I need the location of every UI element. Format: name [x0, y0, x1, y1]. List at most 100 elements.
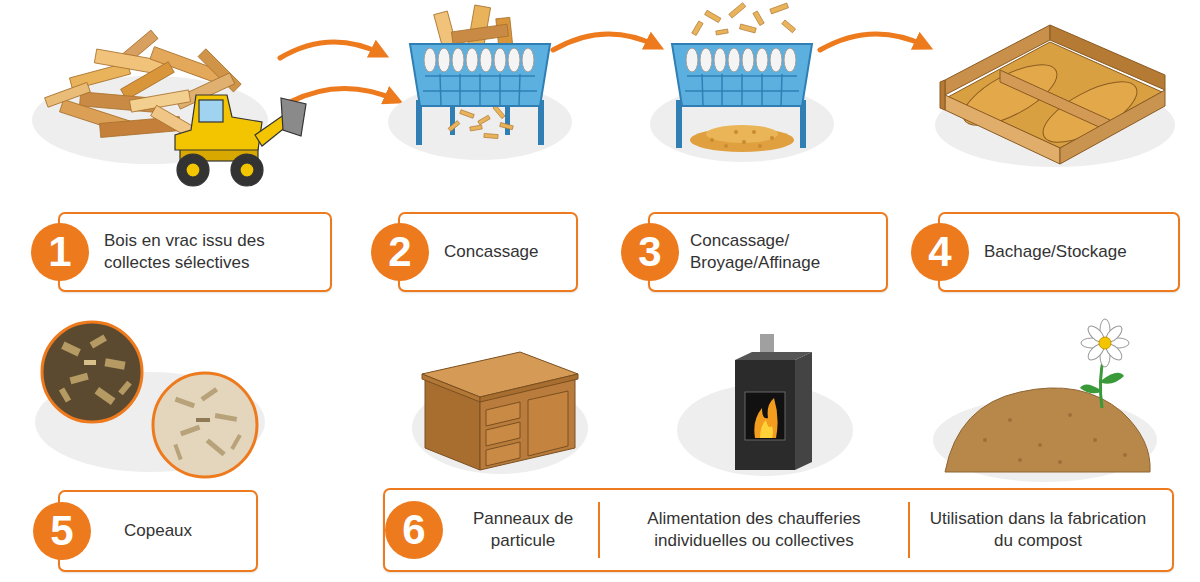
crusher-illustration-part-part	[484, 133, 498, 138]
grinder-illustration-part-part	[724, 144, 728, 148]
grinder-illustration-part-part	[710, 138, 714, 142]
wood-chips-photos-part	[153, 373, 257, 477]
outcome-columns: Panneaux de particuleAlimentation des ch…	[448, 490, 1166, 570]
particle-board-desk-illustration-part	[486, 442, 520, 466]
stove-illustration-part	[754, 398, 777, 438]
grinder-illustration-part-part	[742, 140, 746, 144]
particle-board-desk-illustration	[412, 352, 588, 474]
particle-board-desk-illustration-part	[422, 374, 480, 402]
outcome-column: Utilisation dans la fabrication du compo…	[908, 502, 1166, 558]
compost-illustration-part-part	[1018, 458, 1022, 462]
outcome-label: Utilisation dans la fabrication du compo…	[928, 508, 1148, 552]
compost-illustration-part	[983, 413, 1127, 464]
loader-illustration-part	[177, 154, 209, 186]
flow-arrow-part	[290, 88, 396, 102]
crusher-illustration-part-part	[508, 48, 520, 72]
grinder-illustration-part	[686, 48, 796, 72]
crusher-illustration-part-part	[440, 74, 441, 106]
wood-chips-photos-part-part	[215, 413, 238, 422]
wood-pile-illustration-part	[45, 82, 91, 107]
wood-chips-photos-part-part	[61, 342, 81, 357]
wood-chips-photos-part	[59, 334, 132, 405]
grinder-illustration-part-part	[729, 3, 746, 18]
step-box: 6Panneaux de particuleAlimentation des c…	[383, 488, 1174, 572]
crusher-illustration-part-part	[460, 110, 475, 119]
wood-chips-photos-part-part	[104, 358, 125, 369]
grinder-illustration-part-part	[784, 48, 796, 72]
step-label: Copeaux	[124, 520, 202, 542]
grinder-illustration-part-part	[782, 20, 796, 33]
crusher-illustration-part-part	[478, 115, 490, 124]
grinder-illustration-part-part	[761, 74, 763, 106]
grinder-illustration-part-part	[716, 29, 729, 35]
wood-chips-photos-part-part	[173, 444, 182, 460]
storage-bay-illustration	[935, 25, 1175, 167]
compost-illustration-part	[1102, 373, 1124, 384]
crusher-illustration	[388, 5, 572, 160]
flow-arrow-part	[820, 34, 926, 50]
grinder-illustration-part-part	[752, 130, 756, 134]
wood-chips-photos-part-part	[175, 397, 196, 409]
step-box: 2Concassage	[398, 212, 578, 292]
step-number: 5	[33, 502, 91, 560]
stove-illustration-part	[735, 360, 795, 470]
grinder-illustration-part	[710, 130, 774, 148]
loader-illustration	[175, 95, 306, 186]
stove-illustration-part	[795, 352, 812, 470]
loader-illustration-part	[281, 98, 306, 136]
grinder-illustration-part-part	[758, 144, 762, 148]
compost-illustration-part-part	[983, 438, 987, 442]
crusher-illustration-part	[423, 74, 537, 106]
step-label: Bachage/Stockage	[984, 241, 1137, 263]
step-number: 1	[31, 223, 89, 281]
step-number: 4	[911, 223, 969, 281]
flow-arrow-part	[280, 42, 382, 58]
wood-chips-photos-part-part	[206, 438, 226, 456]
step-box: 3Concassage/ Broyage/Affinage	[648, 212, 888, 292]
outcome-column: Panneaux de particule	[448, 502, 598, 558]
wood-chips-photos-part	[173, 387, 241, 460]
step-box: 1Bois en vrac issu des collectes sélecti…	[58, 212, 332, 292]
grinder-illustration-part-part	[705, 10, 721, 22]
particle-board-desk-illustration-part	[528, 391, 568, 456]
crusher-illustration-part-part	[459, 74, 461, 106]
wood-chips-photos-part-part	[90, 334, 107, 348]
crusher-illustration-part-part	[452, 48, 464, 72]
grinder-illustration-part-part	[702, 74, 703, 106]
grinder-illustration-part-part	[739, 24, 756, 33]
wood-chips-photos-part-part	[230, 434, 241, 450]
loader-illustration-part	[231, 154, 263, 186]
grinder-illustration-part-part	[770, 3, 789, 14]
compost-illustration-part	[945, 388, 1150, 472]
wood-chips-photos-part	[42, 322, 142, 422]
step-number: 3	[621, 223, 679, 281]
grinder-illustration-part-part	[721, 74, 723, 106]
grinder-illustration-part-part	[770, 48, 782, 72]
step-number: 2	[371, 223, 429, 281]
particle-board-desk-illustration-part	[422, 352, 578, 397]
step-number: 6	[385, 501, 443, 559]
storage-bay-illustration-part	[940, 80, 945, 110]
stove-illustration-part	[760, 420, 773, 438]
wood-pile-illustration	[32, 30, 268, 164]
grinder-illustration-part-part	[770, 136, 774, 140]
crusher-illustration-part	[410, 44, 550, 106]
wood-chips-photos-part-part	[196, 418, 210, 422]
crusher-illustration-part-part	[493, 105, 505, 118]
wood-chips-photos-part-part	[200, 387, 218, 401]
grinder-illustration-part	[672, 44, 812, 106]
step-box: 4Bachage/Stockage	[938, 212, 1180, 292]
compost-illustration-part	[1081, 319, 1129, 367]
grinder-illustration-part-part	[728, 48, 740, 72]
crusher-illustration-part-part	[519, 74, 520, 106]
loader-illustration-part	[175, 95, 262, 150]
crusher-illustration-part-part	[470, 125, 483, 131]
step-box: 5Copeaux	[58, 490, 258, 572]
grinder-illustration-part-part	[700, 48, 712, 72]
crusher-illustration-part	[424, 48, 534, 72]
compost-illustration-part-part	[1123, 453, 1127, 457]
compost-illustration-part-part	[1068, 413, 1072, 417]
outcome-column: Alimentation des chaufferies individuell…	[598, 502, 908, 558]
flow-arrow	[280, 34, 926, 102]
